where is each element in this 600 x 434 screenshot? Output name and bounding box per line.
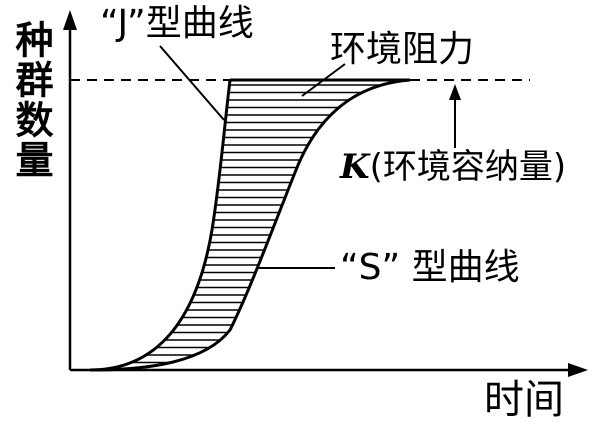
s-curve-line <box>89 78 411 372</box>
env-resistance-leader-line <box>301 63 346 97</box>
k-pointer-arrow-icon <box>449 84 461 100</box>
y-axis-label: 种群数量 <box>9 20 53 180</box>
carrying-capacity-label: K(环境容纳量) <box>340 150 566 184</box>
x-axis-label: 时间 <box>484 377 564 423</box>
k-description: (环境容纳量) <box>369 147 567 187</box>
k-letter: K <box>340 147 370 187</box>
environmental-resistance-label: 环境阻力 <box>330 29 475 70</box>
j-curve-leader-line <box>159 45 225 121</box>
j-curve-label: “J”型曲线 <box>100 3 254 44</box>
j-curve-line <box>89 79 232 372</box>
environmental-resistance-hatching <box>90 84 410 364</box>
y-axis-arrow-icon <box>63 10 77 30</box>
x-axis-arrow-icon <box>568 363 588 377</box>
s-curve-label: “S” 型曲线 <box>340 247 520 288</box>
